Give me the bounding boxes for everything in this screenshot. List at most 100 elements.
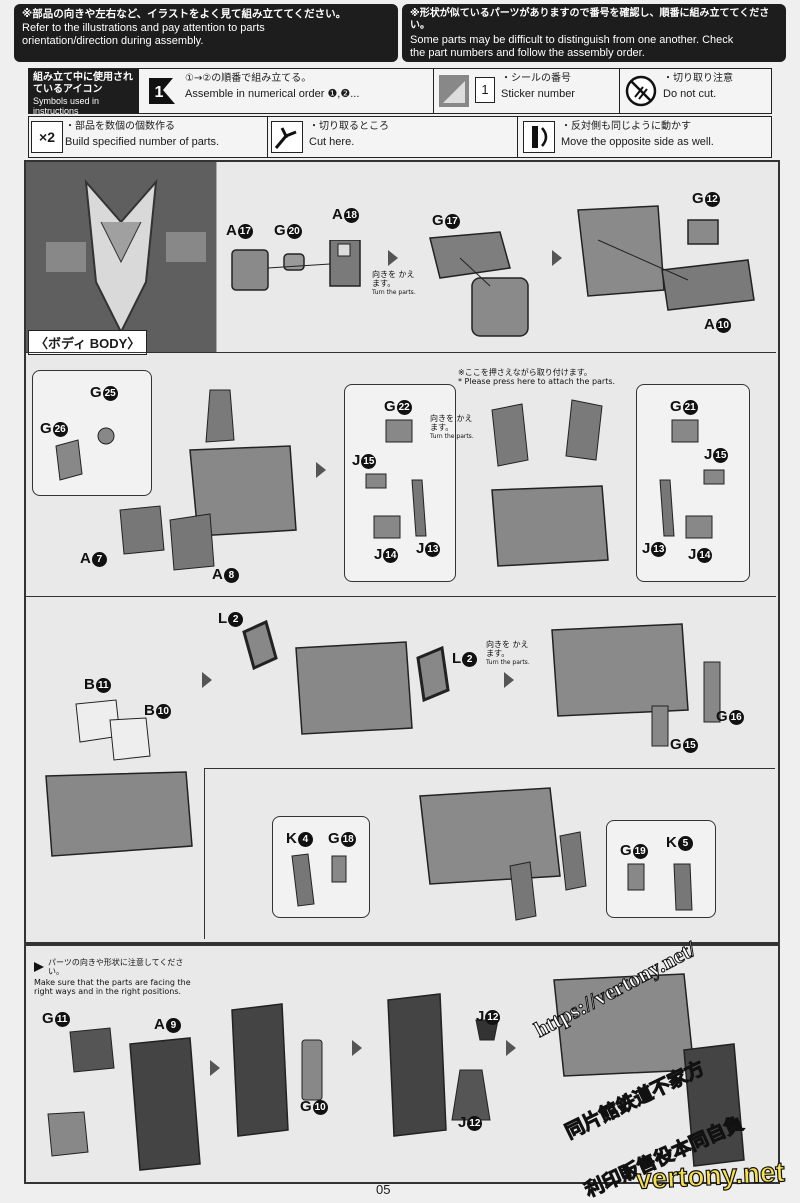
caution-en: Make sure that the parts are facing the … bbox=[34, 978, 191, 996]
part-illustration-2a bbox=[110, 380, 310, 580]
header-bar: ※部品の向きや左右など、イラストをよく見て組み立ててください。 Refer to… bbox=[14, 4, 786, 62]
flow-arrow-3 bbox=[316, 462, 326, 478]
body-reference-image bbox=[26, 162, 216, 352]
legend-move-en: Move the opposite side as well. bbox=[561, 136, 714, 148]
part-illustration-left-arm bbox=[360, 416, 440, 546]
turn-note-3: 向きを かえます。 Turn the parts. bbox=[486, 640, 530, 666]
times-two-icon: ×2 bbox=[31, 121, 63, 153]
flow-arrow-4 bbox=[202, 672, 212, 688]
header-left-en: Refer to the illustrations and pay atten… bbox=[22, 22, 265, 47]
flow-arrow-2 bbox=[552, 250, 562, 266]
svg-text:1: 1 bbox=[155, 84, 164, 101]
caution-box: パーツの向きや形状に注意してください。 Make sure that the p… bbox=[34, 958, 198, 996]
page-number: 05 bbox=[376, 1182, 391, 1197]
part-illustration-5b bbox=[226, 1000, 336, 1150]
legend-order-jp: ①→②の順番で組み立てる。 bbox=[185, 73, 312, 84]
flow-arrow-5 bbox=[504, 672, 514, 688]
header-note-left: ※部品の向きや左右など、イラストをよく見て組み立ててください。 Refer to… bbox=[14, 4, 398, 62]
sticker-number-box: 1 bbox=[475, 77, 495, 103]
part-illustration-3c bbox=[532, 610, 732, 750]
flow-arrow-6 bbox=[210, 1060, 220, 1076]
part-illustration-right-shoulder bbox=[622, 860, 702, 914]
part-illustration-5a bbox=[40, 1024, 210, 1174]
legend-row-2: ×2 ・部品を数個の個数作る Build specified number of… bbox=[28, 116, 772, 158]
part-illustration-left-shoulder bbox=[286, 850, 356, 910]
flow-arrow-7 bbox=[352, 1040, 362, 1056]
flow-arrow-1 bbox=[388, 250, 398, 266]
sticker-icon bbox=[439, 75, 469, 107]
move-opposite-icon bbox=[523, 121, 555, 153]
header-right-en: Some parts may be difficult to distingui… bbox=[410, 34, 734, 59]
legend-cut-jp: ・切り取るところ bbox=[309, 121, 389, 132]
press-note: ※ここを押さえながら取り付けます。 * Please press here to… bbox=[458, 368, 616, 386]
legend-cut-en: Cut here. bbox=[309, 136, 355, 148]
watermark-brand: vertony.net bbox=[635, 1156, 786, 1196]
caution-icon bbox=[34, 962, 44, 972]
subpanel-shoulder-frame bbox=[204, 768, 775, 939]
legend-title-en: Symbols used in instructions bbox=[33, 96, 100, 116]
section-label: 〈ボディ BODY〉 bbox=[28, 330, 148, 355]
legend-x2-en: Build specified number of parts. bbox=[65, 136, 220, 148]
subpanel-right-shoulder bbox=[606, 820, 716, 918]
do-not-cut-icon bbox=[625, 75, 657, 107]
part-illustration-3b bbox=[236, 618, 456, 758]
legend-title: 組み立て中に使用されているアイコン Symbols used in instru… bbox=[29, 69, 139, 116]
flow-arrow-8 bbox=[506, 1040, 516, 1056]
header-left-jp: ※部品の向きや左右など、イラストをよく見て組み立ててください。 bbox=[22, 8, 347, 20]
part-illustration-1b bbox=[420, 228, 550, 348]
step-one-icon: 1 bbox=[147, 76, 177, 106]
part-illustration-1c bbox=[568, 200, 768, 320]
legend-sticker-jp: ・シールの番号 bbox=[501, 73, 571, 84]
part-illustration-3a bbox=[36, 696, 196, 876]
nipper-icon bbox=[271, 121, 303, 153]
part-illustration-2b bbox=[462, 390, 632, 590]
legend-sticker-en: Sticker number bbox=[501, 88, 575, 100]
turn-note-1: 向きを かえます。 Turn the parts. bbox=[372, 270, 416, 296]
part-illustration-5c bbox=[380, 990, 520, 1150]
legend-title-jp: 組み立て中に使用されているアイコン bbox=[33, 72, 133, 95]
part-illustration-head-parts bbox=[48, 400, 138, 490]
header-note-right: ※形状が似ているパーツがありますので番号を確認し、順番に組み立ててください。 S… bbox=[402, 4, 786, 62]
turn-note-2: 向きを かえます。 Turn the parts. bbox=[430, 414, 474, 440]
caution-jp: パーツの向きや形状に注意してください。 bbox=[48, 958, 184, 976]
legend-nocut-en: Do not cut. bbox=[663, 88, 717, 100]
part-illustration-4 bbox=[400, 776, 600, 926]
header-right-jp: ※形状が似ているパーツがありますので番号を確認し、順番に組み立ててください。 bbox=[410, 8, 770, 31]
legend-order-en: Assemble in numerical order ❶,❷... bbox=[185, 88, 360, 100]
part-illustration-1a bbox=[226, 240, 376, 300]
legend-row-1: 組み立て中に使用されているアイコン Symbols used in instru… bbox=[28, 68, 772, 116]
legend-nocut-jp: ・切り取り注意 bbox=[663, 73, 733, 84]
